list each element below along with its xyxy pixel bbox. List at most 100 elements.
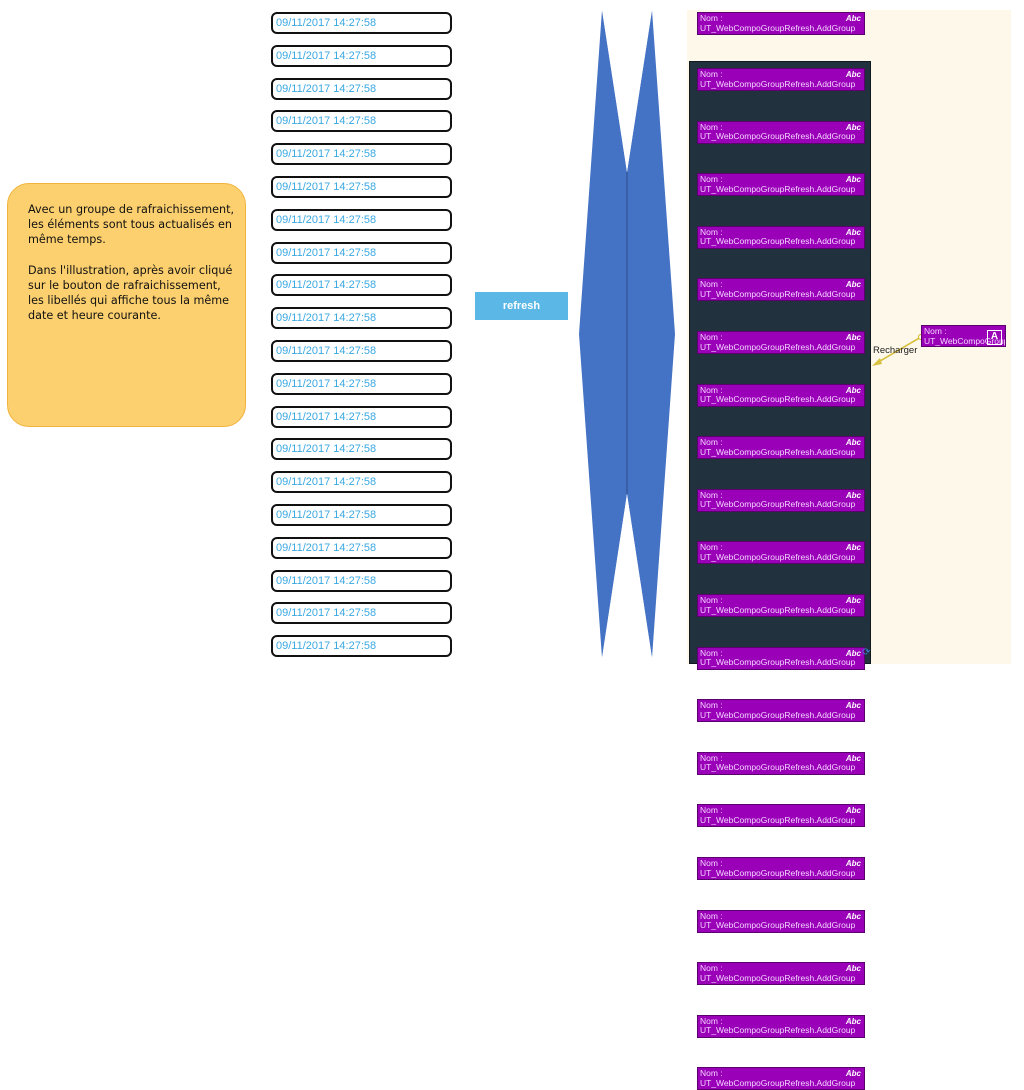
- timestamp-label: 09/11/2017 14:27:58: [271, 536, 452, 559]
- text-field-icon: Abc: [845, 333, 861, 342]
- field-name-label: Nom :: [924, 326, 947, 336]
- refresh-link-icon: ⟳: [862, 647, 871, 658]
- timestamp-label: 09/11/2017 14:27:58: [271, 175, 452, 198]
- field-name-label: Nom :: [700, 542, 723, 553]
- timestamp-label: 09/11/2017 14:27:58: [271, 635, 452, 658]
- refresh-button[interactable]: refresh: [475, 292, 568, 320]
- text-field-icon: Abc: [845, 490, 861, 500]
- text-field-icon: Abc: [845, 14, 861, 23]
- text-field-icon: Abc: [845, 859, 861, 868]
- timestamp-label: 09/11/2017 14:27:58: [271, 503, 452, 526]
- field-sub-label: UT_WebCompoGroupRefresh.AddGroup: [700, 394, 856, 405]
- text-field-icon: Abc: [845, 227, 861, 237]
- field-sub-label: UT_WebCompoGroupRefresh.AddGroup: [700, 288, 856, 299]
- field-name-label: Nom :: [700, 858, 723, 868]
- field-sub-label: UT_WebCompoGroupRefresh.AddGroup: [700, 604, 856, 615]
- field-name-label: Nom :: [700, 384, 723, 395]
- field-name-label: Nom :: [700, 279, 723, 290]
- field-name-label: Nom :: [700, 910, 723, 921]
- field-sub-label: UT_WebCompoGroupRefresh.AddGroup: [700, 709, 856, 720]
- field-sub-label: UT_WebCompoGroupRefresh.AddGroup: [700, 920, 856, 931]
- field-sub-label: UT_WebCompoGroupRefresh.AddGroup: [700, 131, 856, 142]
- text-field-icon: Abc: [845, 964, 861, 974]
- field-sub-label: UT_WebCompoGroupRefresh.AddGroup: [700, 657, 856, 668]
- field-sub-label: UT_WebCompoGroupRefresh.AddGroup: [700, 867, 856, 878]
- field-name-label: Nom :: [700, 13, 723, 23]
- text-field-icon: Abc: [845, 385, 861, 395]
- text-field-icon: Abc: [845, 596, 861, 605]
- text-field-icon: Abc: [845, 806, 861, 816]
- field-sub-label: UT_WebCompoGroupRefresh: [924, 335, 1005, 346]
- timestamp-label: 09/11/2017 14:27:58: [271, 307, 452, 330]
- field-name-label: Nom :: [700, 1068, 723, 1079]
- text-field-icon: Abc: [845, 175, 861, 185]
- text-field-icon: Abc: [845, 70, 861, 79]
- text-field-icon: Abc: [845, 438, 861, 448]
- note-paragraph-2: Dans l'illustration, après avoir cliqué …: [28, 263, 233, 323]
- field-name-label: Nom :: [700, 963, 723, 974]
- explanation-note: Avec un groupe de rafraichissement, les …: [7, 183, 246, 427]
- field-name-label: Nom :: [700, 805, 723, 816]
- letter-a-icon: A: [987, 330, 1002, 345]
- field-sub-label: UT_WebCompoGroupRefresh.AddGroup: [700, 236, 856, 247]
- field-sub-label: UT_WebCompoGroupRefresh.AddGroup: [700, 814, 856, 825]
- text-field-icon: Abc: [845, 1069, 861, 1079]
- field-name-label: Nom :: [700, 752, 723, 763]
- timestamp-label: 09/11/2017 14:27:58: [271, 405, 452, 428]
- field-name-label: Nom :: [700, 69, 723, 79]
- field-sub-label: UT_WebCompoGroupRefresh.AddGroup: [700, 341, 856, 352]
- solo-field[interactable]: Nom : UT_WebCompoGroupRefresh.AddGroup A…: [697, 12, 865, 35]
- text-field-icon: Abc: [845, 701, 861, 711]
- field-name-label: Nom :: [700, 437, 723, 448]
- field-name-label: Nom :: [700, 332, 723, 342]
- external-field[interactable]: Nom : UT_WebCompoGroupRefresh A: [921, 325, 1006, 347]
- text-field-icon: Abc: [845, 648, 861, 658]
- text-field-icon: Abc: [845, 753, 861, 763]
- field-name-label: Nom :: [700, 226, 723, 237]
- field-sub-label: UT_WebCompoGroupRefresh.AddGroup: [700, 1077, 856, 1088]
- field-sub-label: UT_WebCompoGroupRefresh.AddGroup: [700, 972, 856, 983]
- timestamp-label: 09/11/2017 14:27:58: [271, 208, 452, 231]
- timestamp-label: 09/11/2017 14:27:58: [271, 274, 452, 297]
- field-sub-label: UT_WebCompoGroupRefresh.AddGroup: [700, 762, 856, 773]
- text-field-icon: Abc: [845, 122, 861, 132]
- field-name-label: Nom :: [700, 700, 723, 711]
- timestamp-label: 09/11/2017 14:27:58: [271, 569, 452, 592]
- note-paragraph-1: Avec un groupe de rafraichissement, les …: [28, 203, 235, 247]
- text-field-icon: Abc: [845, 280, 861, 290]
- timestamp-label: 09/11/2017 14:27:58: [271, 602, 452, 625]
- timestamp-label: 09/11/2017 14:27:58: [271, 44, 452, 67]
- field-sub-label: UT_WebCompoGroupRefresh.AddGroup: [700, 22, 856, 33]
- timestamp-label: 09/11/2017 14:27:58: [271, 471, 452, 494]
- double-arrow-icon: [579, 10, 675, 658]
- timestamp-label: 09/11/2017 14:27:58: [271, 339, 452, 362]
- timestamp-label: 09/11/2017 14:27:58: [271, 438, 452, 461]
- field-name-label: Nom :: [700, 174, 723, 185]
- timestamp-label: 09/11/2017 14:27:58: [271, 110, 452, 133]
- field-name-label: Nom :: [700, 647, 723, 658]
- field-sub-label: UT_WebCompoGroupRefresh.AddGroup: [700, 183, 856, 194]
- timestamp-label: 09/11/2017 14:27:58: [271, 372, 452, 395]
- text-field-icon: Abc: [845, 1016, 861, 1026]
